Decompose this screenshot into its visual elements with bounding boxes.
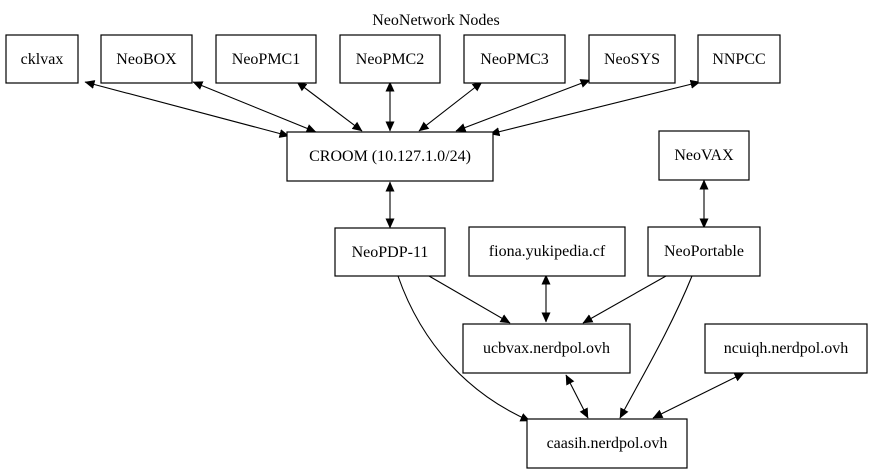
edge-neopmc1-croom bbox=[296, 81, 363, 132]
node-neopmc3: NeoPMC3 bbox=[463, 34, 566, 84]
edge-neopmc3-croom bbox=[418, 81, 483, 132]
node-label: caasih.nerdpol.ovh bbox=[547, 435, 668, 452]
node-neopdp11: NeoPDP-11 bbox=[334, 227, 446, 277]
node-nnpcc: NNPCC bbox=[697, 34, 781, 84]
node-box bbox=[215, 34, 317, 84]
edge-nnpcc-croom bbox=[489, 79, 701, 137]
node-box bbox=[468, 226, 626, 277]
node-label: cklvax bbox=[21, 51, 64, 68]
node-croom: CROOM (10.127.1.0/24) bbox=[286, 131, 494, 182]
node-neobox: NeoBOX bbox=[100, 34, 193, 84]
node-neoportable: NeoPortable bbox=[647, 226, 761, 277]
node-neovax: NeoVAX bbox=[658, 130, 750, 181]
node-label: NeoPMC2 bbox=[356, 51, 424, 68]
node-box bbox=[704, 323, 868, 374]
node-label: fiona.yukipedia.cf bbox=[489, 243, 606, 260]
node-label: NeoPortable bbox=[664, 243, 744, 260]
node-ncuiqh: ncuiqh.nerdpol.ovh bbox=[704, 323, 868, 374]
edge-neosys-croom bbox=[455, 79, 591, 132]
node-box bbox=[5, 34, 79, 84]
node-neosys: NeoSYS bbox=[588, 34, 676, 84]
node-ucbvax: ucbvax.nerdpol.ovh bbox=[462, 323, 631, 374]
node-box bbox=[647, 226, 761, 277]
node-box bbox=[463, 34, 566, 84]
node-label: NNPCC bbox=[712, 51, 765, 68]
edge-neoportable-caasih bbox=[619, 275, 693, 419]
diagram-title: NeoNetwork Nodes bbox=[372, 12, 500, 29]
edge-neopdp11-caasih bbox=[397, 275, 531, 422]
edge-neoportable-ucbvax bbox=[582, 275, 667, 324]
node-label: CROOM (10.127.1.0/24) bbox=[309, 148, 471, 165]
node-box bbox=[588, 34, 676, 84]
edge-ucbvax-caasih bbox=[565, 374, 589, 419]
edges bbox=[84, 79, 745, 422]
node-label: ucbvax.nerdpol.ovh bbox=[483, 340, 610, 357]
node-box bbox=[658, 130, 750, 181]
node-label: ncuiqh.nerdpol.ovh bbox=[724, 340, 848, 357]
node-label: NeoVAX bbox=[674, 147, 734, 164]
node-fiona: fiona.yukipedia.cf bbox=[468, 226, 626, 277]
edge-neobox-croom bbox=[192, 81, 317, 133]
node-box bbox=[462, 323, 631, 374]
node-cklvax: cklvax bbox=[5, 34, 79, 84]
node-label: NeoPMC1 bbox=[232, 51, 300, 68]
node-box bbox=[526, 418, 688, 469]
node-label: NeoSYS bbox=[604, 51, 660, 68]
node-box bbox=[100, 34, 193, 84]
edge-neopdp11-ucbvax bbox=[428, 275, 511, 324]
node-neopmc2: NeoPMC2 bbox=[339, 34, 441, 84]
node-label: NeoPDP-11 bbox=[352, 244, 429, 261]
node-box bbox=[334, 227, 446, 277]
node-label: NeoPMC3 bbox=[480, 51, 548, 68]
node-box bbox=[286, 131, 494, 182]
node-label: NeoBOX bbox=[116, 51, 177, 68]
node-neopmc1: NeoPMC1 bbox=[215, 34, 317, 84]
node-caasih: caasih.nerdpol.ovh bbox=[526, 418, 688, 469]
node-box bbox=[339, 34, 441, 84]
node-box bbox=[697, 34, 781, 84]
edge-ncuiqh-caasih bbox=[652, 372, 745, 419]
